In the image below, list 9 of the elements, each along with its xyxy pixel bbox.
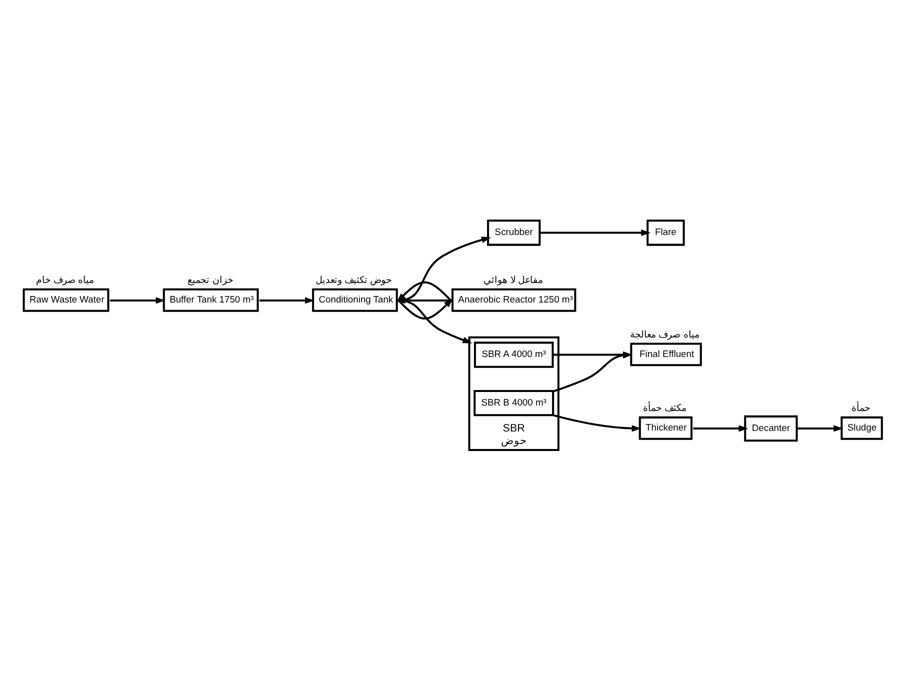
node-label: خزان تجميع xyxy=(188,275,234,286)
node-label: حوض xyxy=(500,434,527,447)
node-label: حمأة xyxy=(852,403,871,414)
node-label: مفاعل لا هوائي xyxy=(484,275,543,286)
node-label: حوض تكثيف وتعديل xyxy=(316,275,392,286)
node-label: مياه صرف خام xyxy=(36,275,94,286)
node-label: مياه صرف معالجة xyxy=(630,329,700,340)
node-label: SBR xyxy=(502,422,525,435)
node-label: مكثف حمأة xyxy=(642,403,686,414)
